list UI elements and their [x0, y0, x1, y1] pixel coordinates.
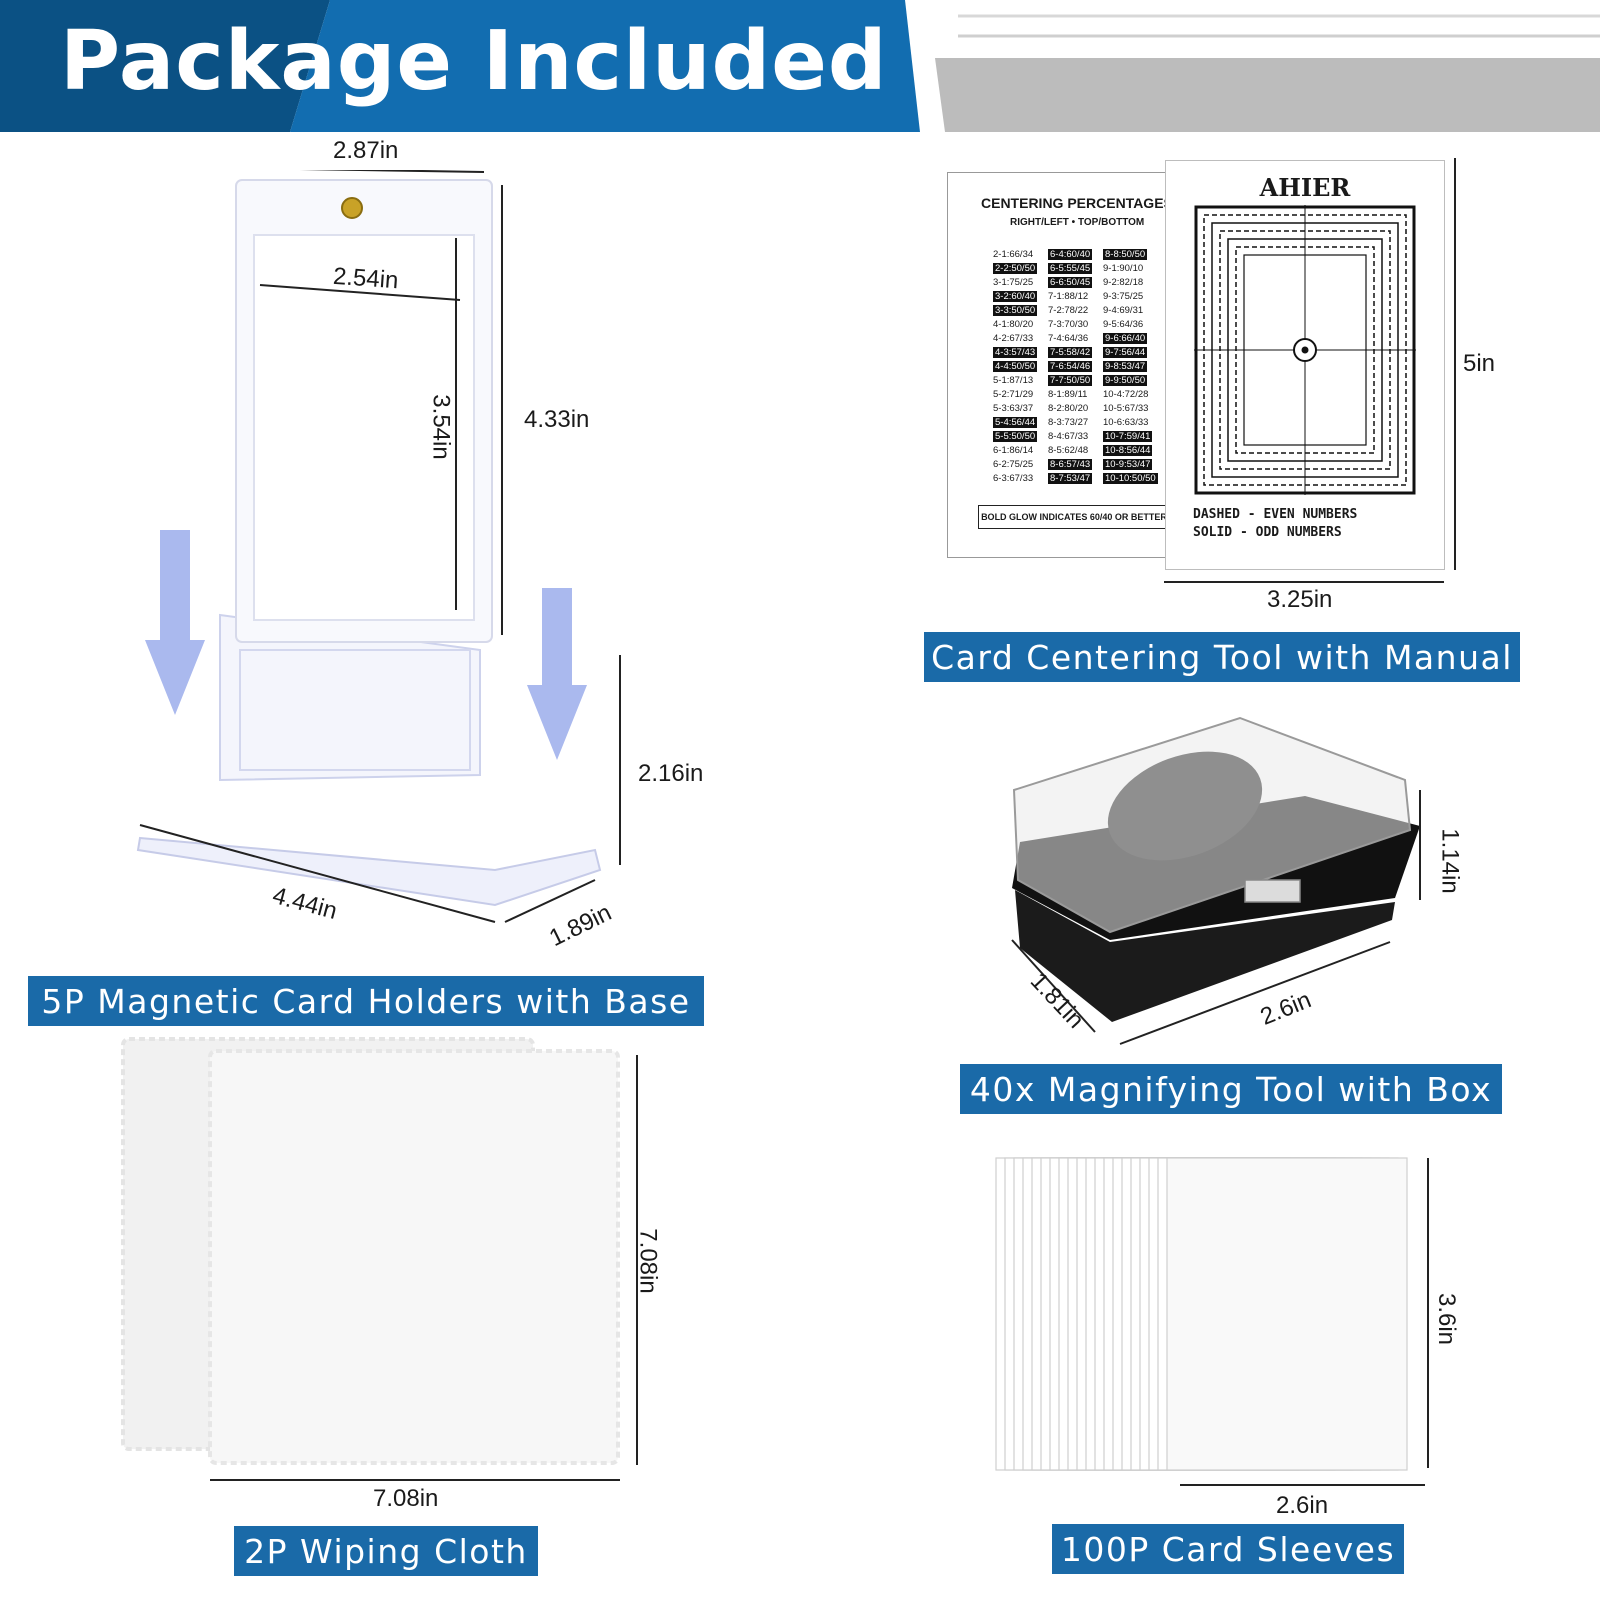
- table-cell: 10-4:72/28: [1103, 389, 1149, 400]
- card-holder-illustration: [136, 170, 621, 923]
- table-cell: 2-2:50/50: [993, 263, 1038, 274]
- table-cell: 9-3:75/25: [1103, 291, 1144, 302]
- sleeves-width-dim: 2.6in: [1276, 1492, 1329, 1519]
- table-cell: 4-4:50/50: [993, 361, 1038, 372]
- header-gray-panel: [935, 58, 1600, 132]
- table-cell: 8-6:57/43: [1048, 459, 1093, 470]
- centering-manual: CENTERING PERCENTAGES RIGHT/LEFT • TOP/B…: [947, 172, 1189, 558]
- holder-inner-width-dim: 2.54in: [332, 262, 400, 295]
- card-legend-line2: SOLID - ODD NUMBERS: [1193, 525, 1342, 540]
- table-cell: 6-1:86/14: [993, 445, 1034, 456]
- sleeves-height-dim: 3.6in: [1433, 1292, 1461, 1346]
- table-cell: 3-1:75/25: [993, 277, 1034, 288]
- holder-height-dim: 4.33in: [524, 406, 590, 433]
- cloth-height-dim: 7.08in: [634, 1228, 662, 1294]
- centering-card: AHIER DASHED - EVEN NUMBERS SOLID - ODD …: [1165, 160, 1445, 570]
- table-cell: 7-4:64/36: [1048, 333, 1089, 344]
- base-height-dim: 2.16in: [638, 760, 704, 787]
- table-cell: 7-3:70/30: [1048, 319, 1089, 330]
- cloth-label: 2P Wiping Cloth: [234, 1526, 538, 1576]
- table-cell: 10-9:53/47: [1103, 459, 1153, 470]
- magnifier-label: 40x Magnifying Tool with Box: [960, 1064, 1502, 1114]
- centering-label: Card Centering Tool with Manual: [924, 632, 1520, 682]
- magnifier-height-dim: 1.14in: [1436, 828, 1464, 894]
- table-cell: 2-1:66/34: [993, 249, 1034, 260]
- table-cell: 10-10:50/50: [1103, 473, 1158, 484]
- table-cell: 6-2:75/25: [993, 459, 1034, 470]
- page-title: Package Included: [60, 14, 888, 109]
- header-blue-panel: [290, 0, 920, 132]
- manual-footer-text: BOLD GLOW INDICATES 60/40 OR BETTER: [981, 512, 1167, 522]
- down-arrow-icon: [145, 530, 205, 715]
- table-cell: 9-4:69/31: [1103, 305, 1144, 316]
- holder-width-dim: 2.87in: [333, 137, 399, 164]
- table-cell: 4-1:80/20: [993, 319, 1034, 330]
- magnifier-box-illustration: [1011, 716, 1421, 1045]
- table-cell: 7-2:78/22: [1048, 305, 1089, 316]
- table-cell: 7-5:58/42: [1048, 347, 1093, 358]
- header-dark-panel: [0, 0, 330, 132]
- table-cell: 9-7:56/44: [1103, 347, 1148, 358]
- table-cell: 5-5:50/50: [993, 431, 1038, 442]
- manual-footer: BOLD GLOW INDICATES 60/40 OR BETTER: [978, 505, 1170, 529]
- table-cell: 10-7:59/41: [1103, 431, 1153, 442]
- table-cell: 7-7:50/50: [1048, 375, 1093, 386]
- centering-dim-lines: [1164, 158, 1456, 583]
- table-cell: 9-6:66/40: [1103, 333, 1148, 344]
- manual-title: CENTERING PERCENTAGES: [981, 195, 1173, 211]
- table-cell: 8-3:73/27: [1048, 417, 1089, 428]
- table-cell: 6-4:60/40: [1048, 249, 1093, 260]
- table-cell: 8-2:80/20: [1048, 403, 1089, 414]
- table-cell: 9-5:64/36: [1103, 319, 1144, 330]
- centering-grid: [1194, 205, 1416, 495]
- sleeves-label: 100P Card Sleeves: [1052, 1524, 1404, 1574]
- manual-subtitle: RIGHT/LEFT • TOP/BOTTOM: [1010, 217, 1145, 228]
- table-cell: 8-4:67/33: [1048, 431, 1089, 442]
- centering-table: 2-1:66/34 2-2:50/50 3-1:75/25 3-2:60/40 3-3:…: [948, 173, 1188, 557]
- table-cell: 6-3:67/33: [993, 473, 1034, 484]
- holder-label: 5P Magnetic Card Holders with Base: [28, 976, 704, 1026]
- table-cell: 3-2:60/40: [993, 291, 1038, 302]
- card-sleeve: [1166, 1157, 1408, 1471]
- holder-inner-height-dim: 3.54in: [427, 394, 455, 460]
- card-brand: AHIER: [1259, 173, 1351, 202]
- card-sleeves-illustration: [995, 1157, 1429, 1486]
- table-cell: 8-8:50/50: [1103, 249, 1148, 260]
- table-cell: 6-5:55/45: [1048, 263, 1093, 274]
- table-cell: 6-6:50/45: [1048, 277, 1093, 288]
- table-cell: 7-1:88/12: [1048, 291, 1089, 302]
- table-cell: 10-6:63/33: [1103, 417, 1149, 428]
- table-cell: 5-2:71/29: [993, 389, 1034, 400]
- table-cell: 5-4:56/44: [993, 417, 1038, 428]
- table-cell: 9-2:82/18: [1103, 277, 1144, 288]
- table-cell: 8-7:53/47: [1048, 473, 1093, 484]
- cloth-width-dim: 7.08in: [373, 1485, 439, 1512]
- wiping-cloth-illustration: [121, 1037, 638, 1481]
- table-cell: 5-3:63/37: [993, 403, 1034, 414]
- table-cell: 9-9:50/50: [1103, 375, 1148, 386]
- table-cell: 8-1:89/11: [1048, 389, 1088, 400]
- table-cell: 7-6:54/46: [1048, 361, 1093, 372]
- table-cell: 3-3:50/50: [993, 305, 1038, 316]
- down-arrow-icon: [527, 588, 587, 760]
- table-cell: 8-5:62/48: [1048, 445, 1089, 456]
- table-cell: 4-2:67/33: [993, 333, 1034, 344]
- table-cell: 10-8:56/44: [1103, 445, 1153, 456]
- table-cell: 4-3:57/43: [993, 347, 1038, 358]
- centering-width-dim: 3.25in: [1267, 586, 1333, 613]
- table-cell: 9-1:90/10: [1103, 263, 1144, 274]
- card-legend-line1: DASHED - EVEN NUMBERS: [1193, 507, 1358, 522]
- table-cell: 9-8:53/47: [1103, 361, 1148, 372]
- header-banner: [0, 0, 1600, 132]
- table-cell: 5-1:87/13: [993, 375, 1034, 386]
- centering-height-dim: 5in: [1463, 350, 1496, 377]
- table-cell: 10-5:67/33: [1103, 403, 1149, 414]
